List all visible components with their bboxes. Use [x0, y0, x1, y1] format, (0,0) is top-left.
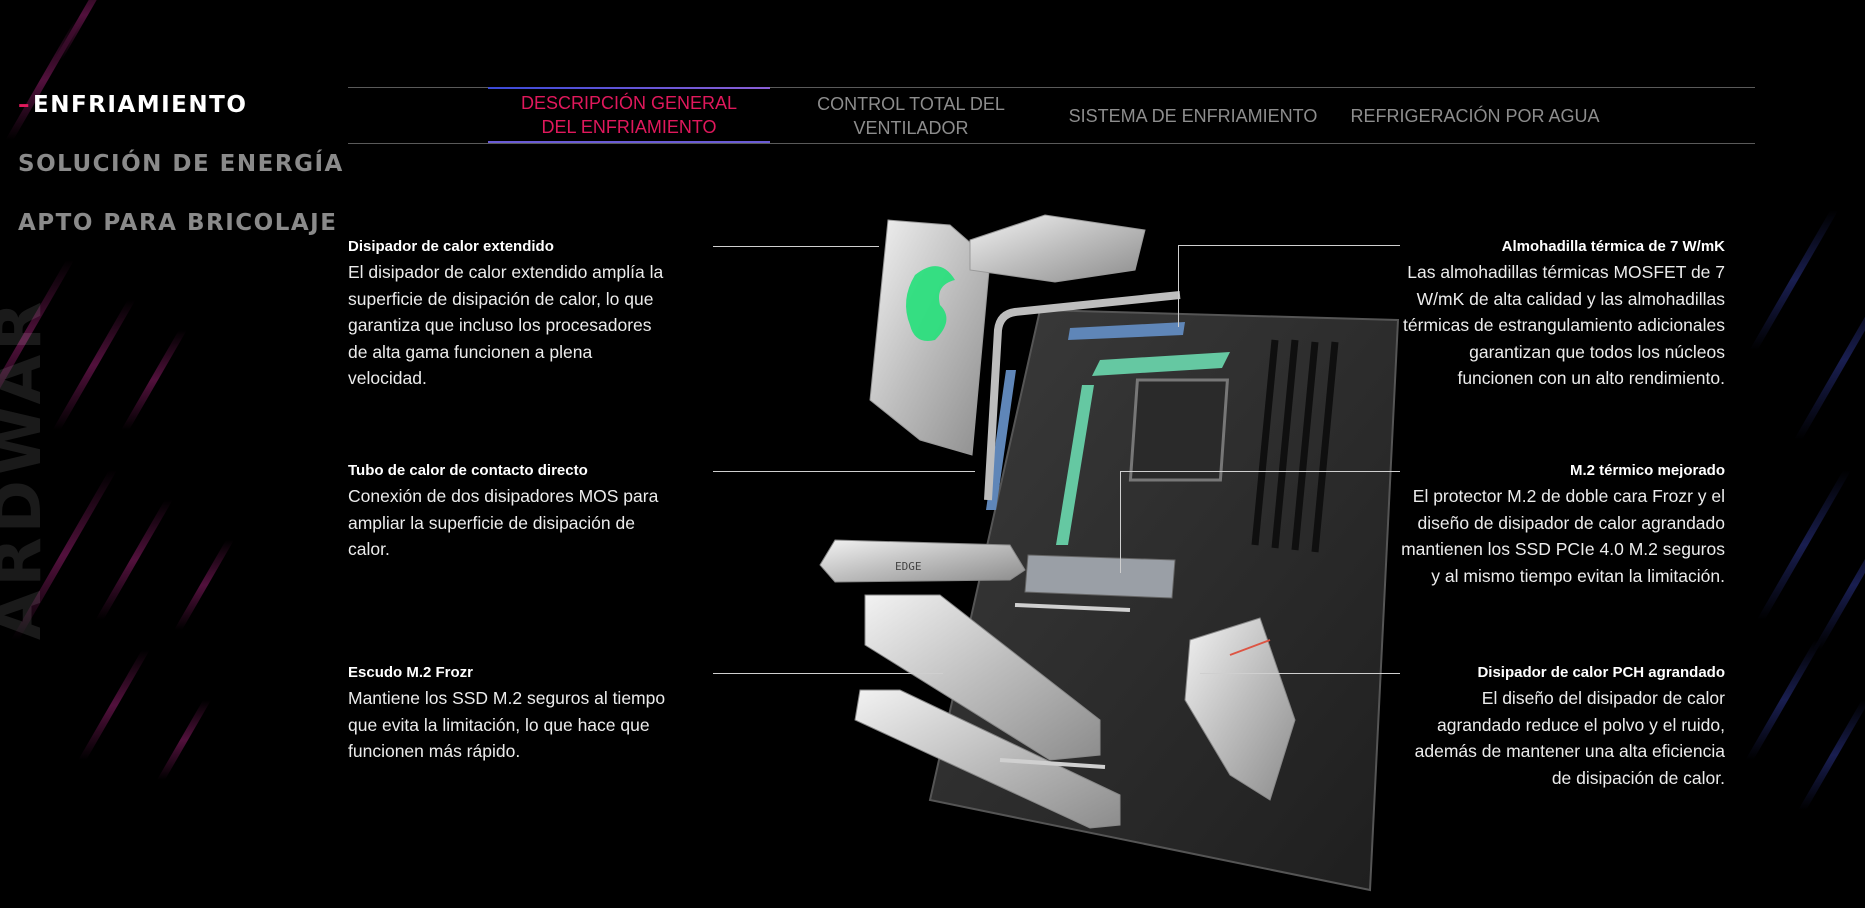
pcie-slots [999, 603, 1131, 769]
connector-line [1178, 245, 1179, 327]
feature-tubo-calor: Tubo de calor de contacto directo Conexi… [348, 462, 673, 563]
tab-label: DESCRIPCIÓN GENERAL DEL ENFRIAMIENTO [520, 92, 738, 137]
feature-description: El diseño del disipador de calor agranda… [1414, 688, 1725, 788]
feature-almohadilla-termica: Almohadilla térmica de 7 W/mK Las almoha… [1398, 238, 1725, 392]
nav-item-label: SOLUCIÓN DE ENERGÍA [18, 151, 344, 177]
dragon-logo [906, 266, 955, 341]
nav-item-label: APTO PARA BRICOLAJE [18, 210, 338, 236]
tab-label: SISTEMA DE ENFRIAMIENTO [1068, 105, 1318, 126]
feature-description: El disipador de calor extendido amplía l… [348, 262, 664, 388]
blue-pad-side [986, 370, 1016, 510]
feature-description: Conexión de dos disipadores MOS para amp… [348, 486, 659, 559]
feature-pch-disipador: Disipador de calor PCH agrandado El dise… [1398, 664, 1725, 791]
feature-description: El protector M.2 de doble cara Frozr y e… [1401, 486, 1725, 586]
cpu-socket [1128, 378, 1230, 482]
tab-control-ventilador[interactable]: CONTROL TOTAL DEL VENTILADOR [770, 88, 1052, 143]
feature-title: Tubo de calor de contacto directo [348, 462, 588, 479]
m2-shield-lower [854, 689, 1121, 829]
feature-title: M.2 térmico mejorado [1569, 462, 1725, 479]
blue-pad-top [1068, 322, 1185, 340]
connector-line [1120, 471, 1400, 472]
tab-descripcion-general[interactable]: DESCRIPCIÓN GENERAL DEL ENFRIAMIENTO [488, 87, 770, 143]
pch-heatsink [1184, 617, 1296, 801]
connector-line [713, 246, 879, 247]
connector-line [713, 673, 943, 674]
background-word: ARDWAR [0, 297, 56, 640]
heatpipe [984, 291, 1181, 501]
feature-title: Disipador de calor extendido [348, 238, 554, 255]
tab-label: CONTROL TOTAL DEL VENTILADOR [817, 93, 1005, 138]
connector-line [713, 471, 975, 472]
feature-title: Almohadilla térmica de 7 W/mK [1501, 238, 1725, 255]
section-nav: –ENFRIAMIENTO SOLUCIÓN DE ENERGÍA APTO P… [18, 92, 344, 269]
cooling-tabs: DESCRIPCIÓN GENERAL DEL ENFRIAMIENTO CON… [348, 87, 1755, 144]
thermal-pad-side [1056, 385, 1094, 545]
thermal-pad-top [1092, 352, 1230, 376]
feature-m2-termico: M.2 térmico mejorado El protector M.2 de… [1398, 462, 1725, 589]
motherboard-image: EDGE [819, 214, 1400, 892]
feature-description: Mantiene los SSD M.2 seguros al tiempo q… [348, 688, 666, 761]
vrm-heatsink-top [969, 214, 1146, 283]
connector-line [1178, 245, 1400, 246]
ram-slots [1251, 339, 1339, 553]
m2-shield-frozr [864, 594, 1101, 761]
connector-line [1120, 471, 1121, 573]
nav-item-label: ENFRIAMIENTO [33, 92, 248, 118]
feature-title: Escudo M.2 Frozr [348, 664, 474, 681]
active-dash: – [18, 92, 31, 118]
m2-label: EDGE [895, 560, 922, 573]
connector-line [1200, 673, 1400, 674]
feature-escudo-m2: Escudo M.2 Frozr Mantiene los SSD M.2 se… [348, 664, 673, 765]
feature-title: Disipador de calor PCH agrandado [1477, 664, 1725, 681]
tab-refrigeracion-agua[interactable]: REFRIGERACIÓN POR AGUA [1334, 88, 1616, 143]
tab-label: REFRIGERACIÓN POR AGUA [1350, 105, 1600, 126]
feature-disipador-extendido: Disipador de calor extendido El disipado… [348, 238, 673, 392]
tab-sistema-enfriamiento[interactable]: SISTEMA DE ENFRIAMIENTO [1052, 88, 1334, 143]
nav-item-solucion-energia[interactable]: SOLUCIÓN DE ENERGÍA [18, 151, 344, 177]
m2-shield-top [819, 539, 1026, 583]
m2-thermal-center [1024, 554, 1176, 599]
feature-description: Las almohadillas térmicas MOSFET de 7 W/… [1403, 262, 1725, 388]
nav-item-enfriamiento[interactable]: –ENFRIAMIENTO [18, 92, 344, 118]
nav-item-apto-bricolaje[interactable]: APTO PARA BRICOLAJE [18, 210, 344, 236]
